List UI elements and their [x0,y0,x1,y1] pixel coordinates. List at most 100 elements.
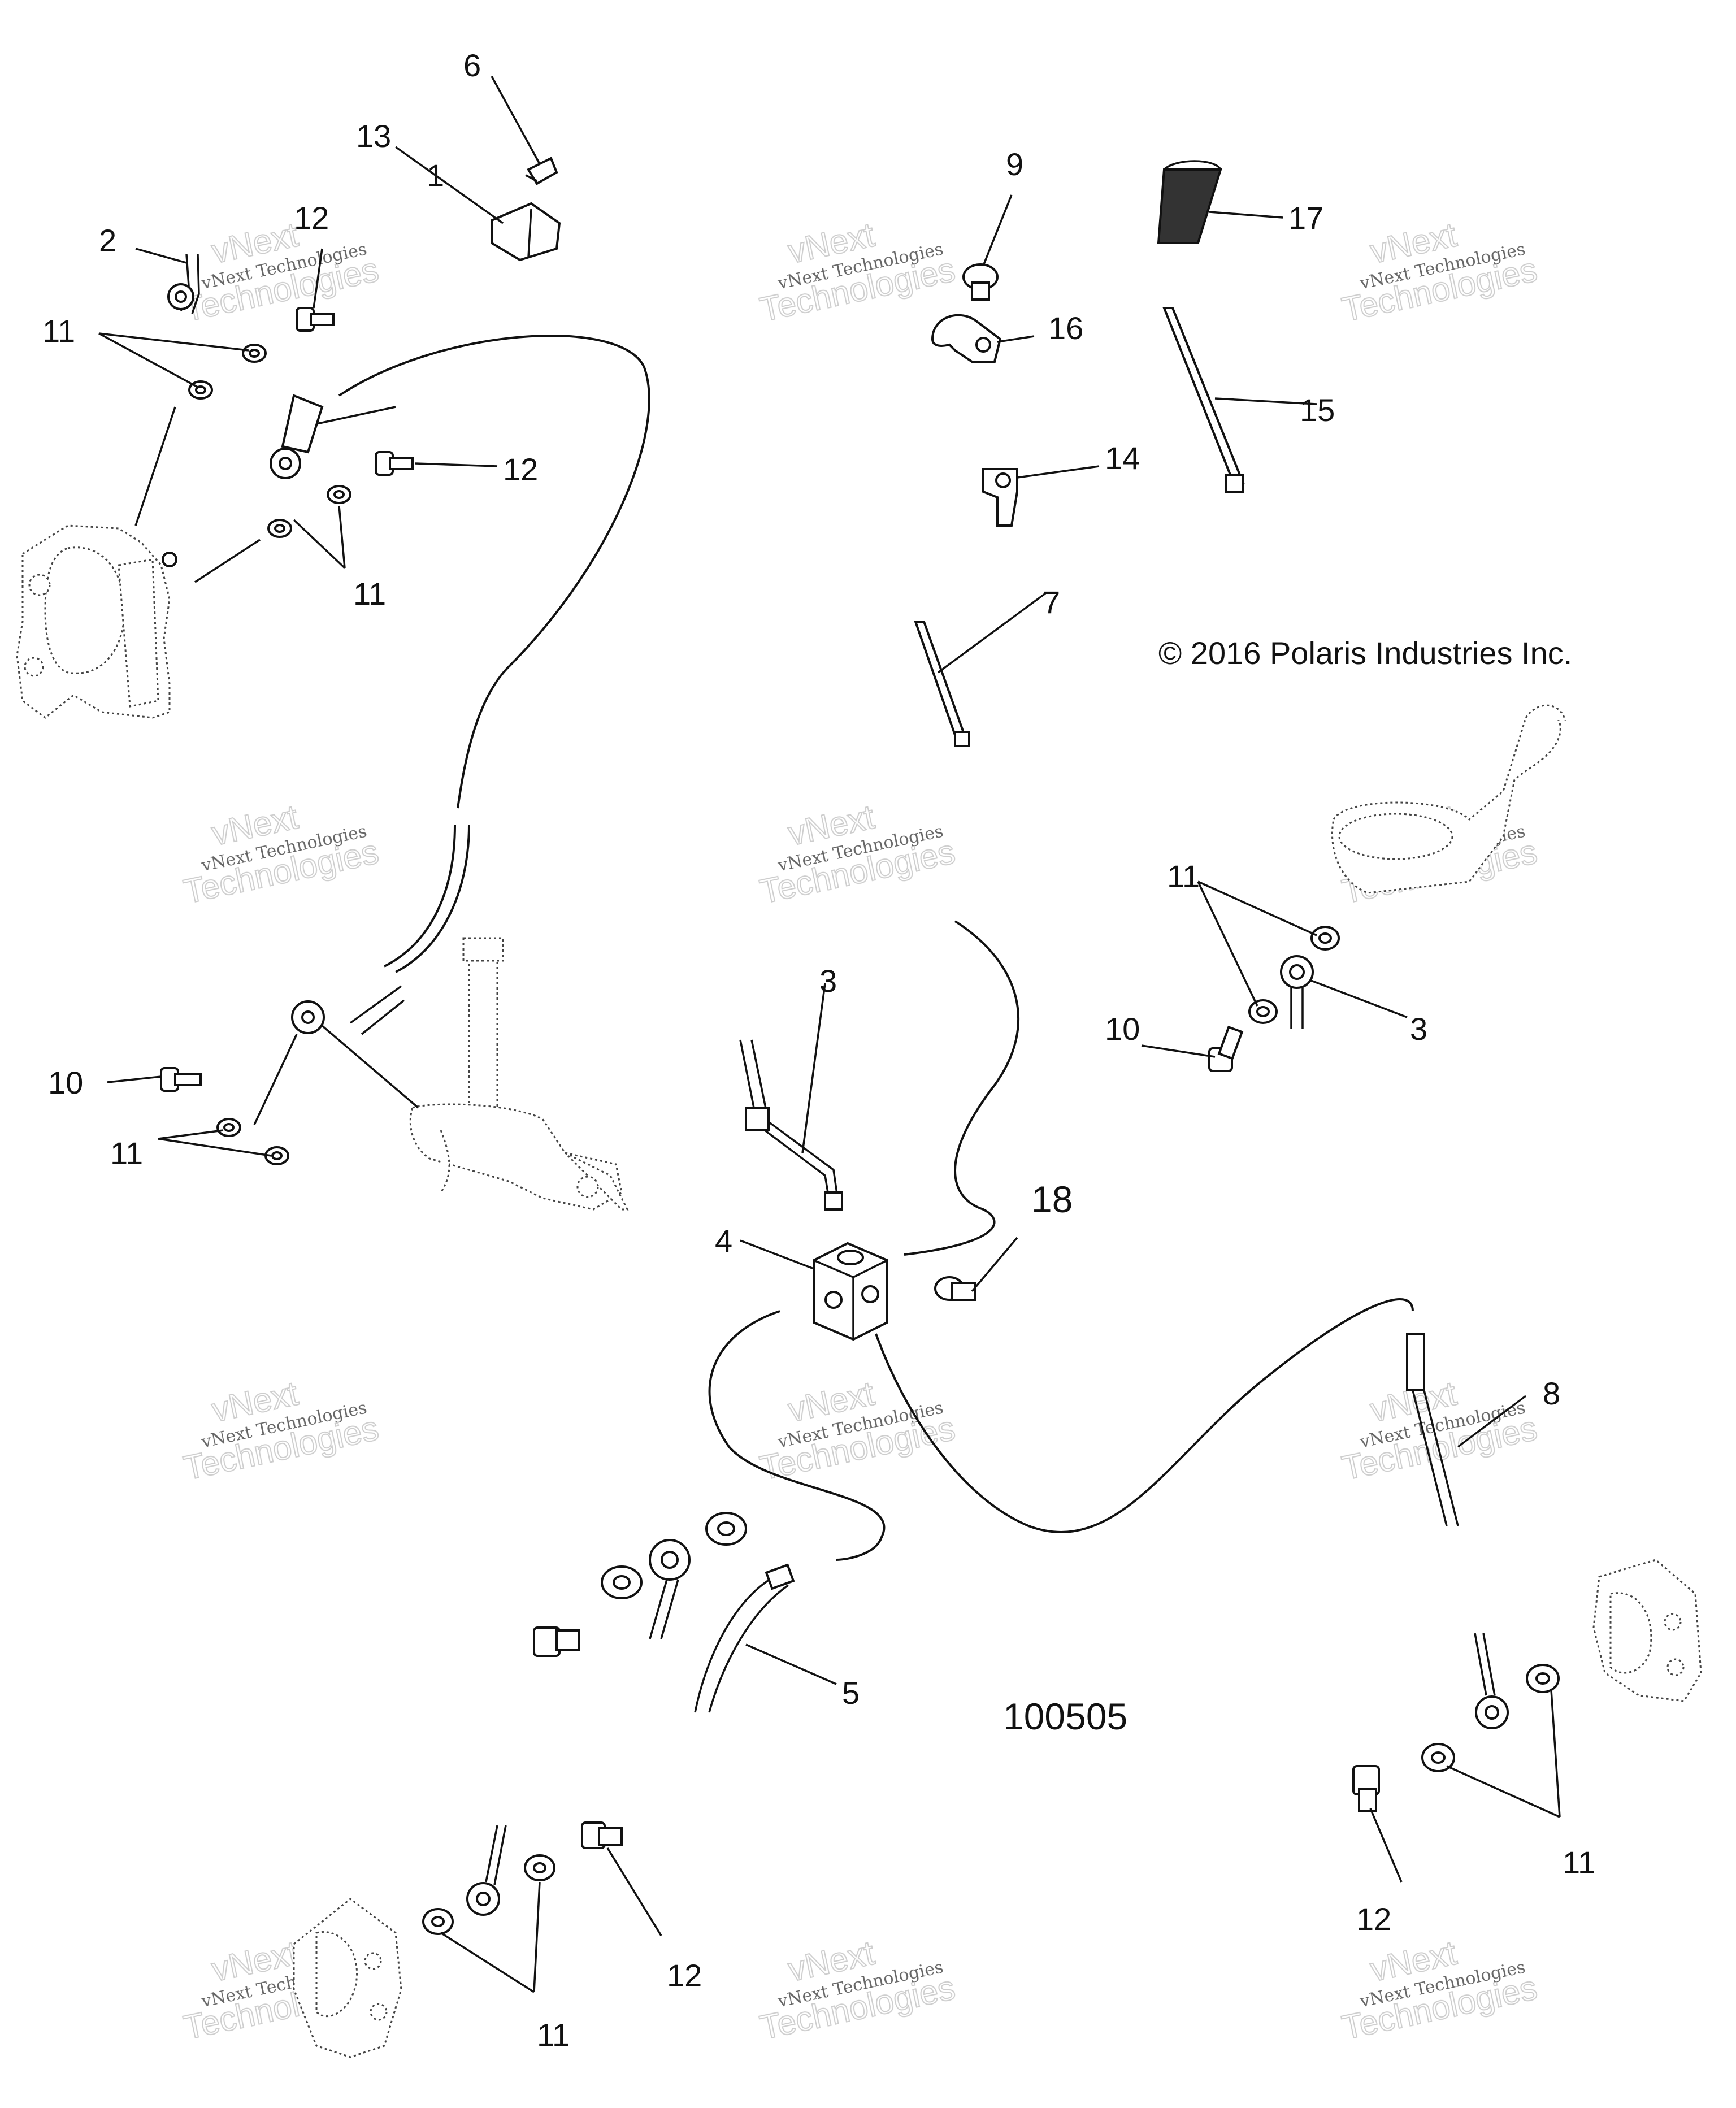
center-brake-line [904,920,1020,1256]
banjo-hose-3-center [739,1039,843,1211]
front-left-caliper [16,524,177,719]
callout-17: 17 [1288,200,1323,236]
leader-17 [1209,211,1283,219]
watermark: vNext vNext Technologies Technologies [1338,1374,1541,1488]
right-brake-line [875,1298,1414,1533]
watermark: vNext vNext Technologies Technologies [180,1374,383,1488]
caliper-bolt-hole [24,657,44,677]
banjo-fitting [649,1539,691,1639]
callout-7: 7 [1043,584,1060,620]
watermark: vNext vNext Technologies Technologies [756,215,959,329]
callout-11: 11 [1167,858,1200,894]
callout-11: 11 [353,576,386,611]
front-brake-line-sleeve [349,985,405,1035]
drawing-number: 100505 [1003,1695,1127,1737]
callout-2: 2 [99,223,116,258]
master-cylinder-banjo [291,1000,419,1109]
callout-3: 3 [1410,1011,1427,1047]
leader-7 [937,592,1047,674]
callout-12: 12 [294,200,329,236]
banjo-bolt [1352,1765,1380,1812]
callout-6: 6 [463,47,481,83]
brake-line-fitting-8 [1406,1333,1459,1526]
callout-11: 11 [537,2017,570,2053]
callout-9: 9 [1006,146,1023,182]
cable-tie-15 [1162,307,1245,493]
leader-16 [997,335,1035,343]
callout-10: 10 [1105,1011,1140,1047]
leader-lines-right-middle [1141,880,1408,1058]
banjo-bolt [533,1626,580,1657]
leader-6 [491,76,541,164]
front-brake-line [338,335,650,809]
front-brake-line-lower [395,825,470,973]
junction-block-4 [813,1242,888,1341]
watermark: vNext vNext Technologies Technologies [756,797,959,912]
cable-tie-7 [914,621,970,747]
callout-14: 14 [1105,440,1140,476]
watermark: vNext vNext Technologies Technologies [1338,1933,1541,2048]
banjo-bolt [375,451,414,476]
banjo-fitting-1 [270,394,324,479]
callout-12: 12 [1356,1901,1391,1937]
leader-4 [740,1239,814,1270]
leader-5 [745,1643,837,1685]
p-clamp-16 [931,314,1002,363]
crush-washers-top-left [188,344,351,538]
bleeder-screw [162,552,177,567]
watermark: vNext vNext Technologies Technologies [1338,215,1541,329]
rear-right-caliper [1592,1559,1702,1702]
watermark: vNext vNext Technologies Technologies [756,1374,959,1488]
watermark-layer: vNext vNext Technologies Technologies vN… [180,215,1541,2048]
callout-3: 3 [819,963,837,999]
banjo-fitting [466,1825,507,1916]
screw-9 [962,263,999,301]
callout-15: 15 [1300,392,1335,428]
brake-line-5 [694,1563,795,1713]
handlebar-master-cylinder [1331,704,1566,894]
callout-11: 11 [42,313,75,349]
leader-14 [1017,465,1100,479]
callout-16: 16 [1048,310,1083,346]
leader-lines-top-left [98,248,498,583]
front-brake-line-lower-b [384,825,456,968]
callout-11: 11 [1563,1845,1595,1880]
leader-18 [971,1237,1018,1292]
caliper-bracket [118,558,159,708]
banjo-fitting-3 [1280,955,1314,1029]
watermark: vNext vNext Technologies Technologies [756,1933,959,2048]
brake-hoses [338,335,1414,1561]
copyright-notice: © 2016 Polaris Industries Inc. [1158,635,1572,671]
callout-18: 18 [1031,1178,1073,1220]
callout-13: 13 [356,118,391,154]
sleeve-17 [1157,160,1222,244]
leader-15 [1214,397,1317,405]
bolt-18 [934,1276,976,1301]
banjo-bolt [296,307,335,332]
callout-8: 8 [1543,1376,1560,1411]
leader-lines-left-middle [107,1034,298,1157]
callout-4: 4 [715,1223,732,1259]
callout-10: 10 [48,1065,83,1100]
leader-8 [1457,1395,1527,1448]
leader-3 [801,983,826,1153]
callout-5: 5 [842,1675,860,1711]
master-cylinder [409,937,629,1211]
banjo-bolt-10 [1208,1025,1244,1072]
callout-11: 11 [110,1135,143,1171]
leader-9 [982,194,1013,266]
callout-labels: 1 2 3 3 4 5 6 7 8 9 10 10 11 11 11 11 11… [42,47,1595,2053]
banjo-bolt [581,1821,623,1849]
callout-1: 1 [427,158,444,193]
watermark: vNext vNext Technologies Technologies [180,797,383,912]
watermark: vNext vNext Technologies Technologies [180,215,383,329]
callout-12: 12 [503,452,538,487]
mount-bracket-13 [491,202,561,262]
edge-clip-14 [982,468,1018,527]
screw-6 [525,157,558,185]
leader-lines-lower-right [1369,1689,1561,1883]
rear-left-caliper [293,1898,402,2058]
brake-hose-banjo [167,254,200,314]
banjo-bolt-10 [160,1067,202,1092]
